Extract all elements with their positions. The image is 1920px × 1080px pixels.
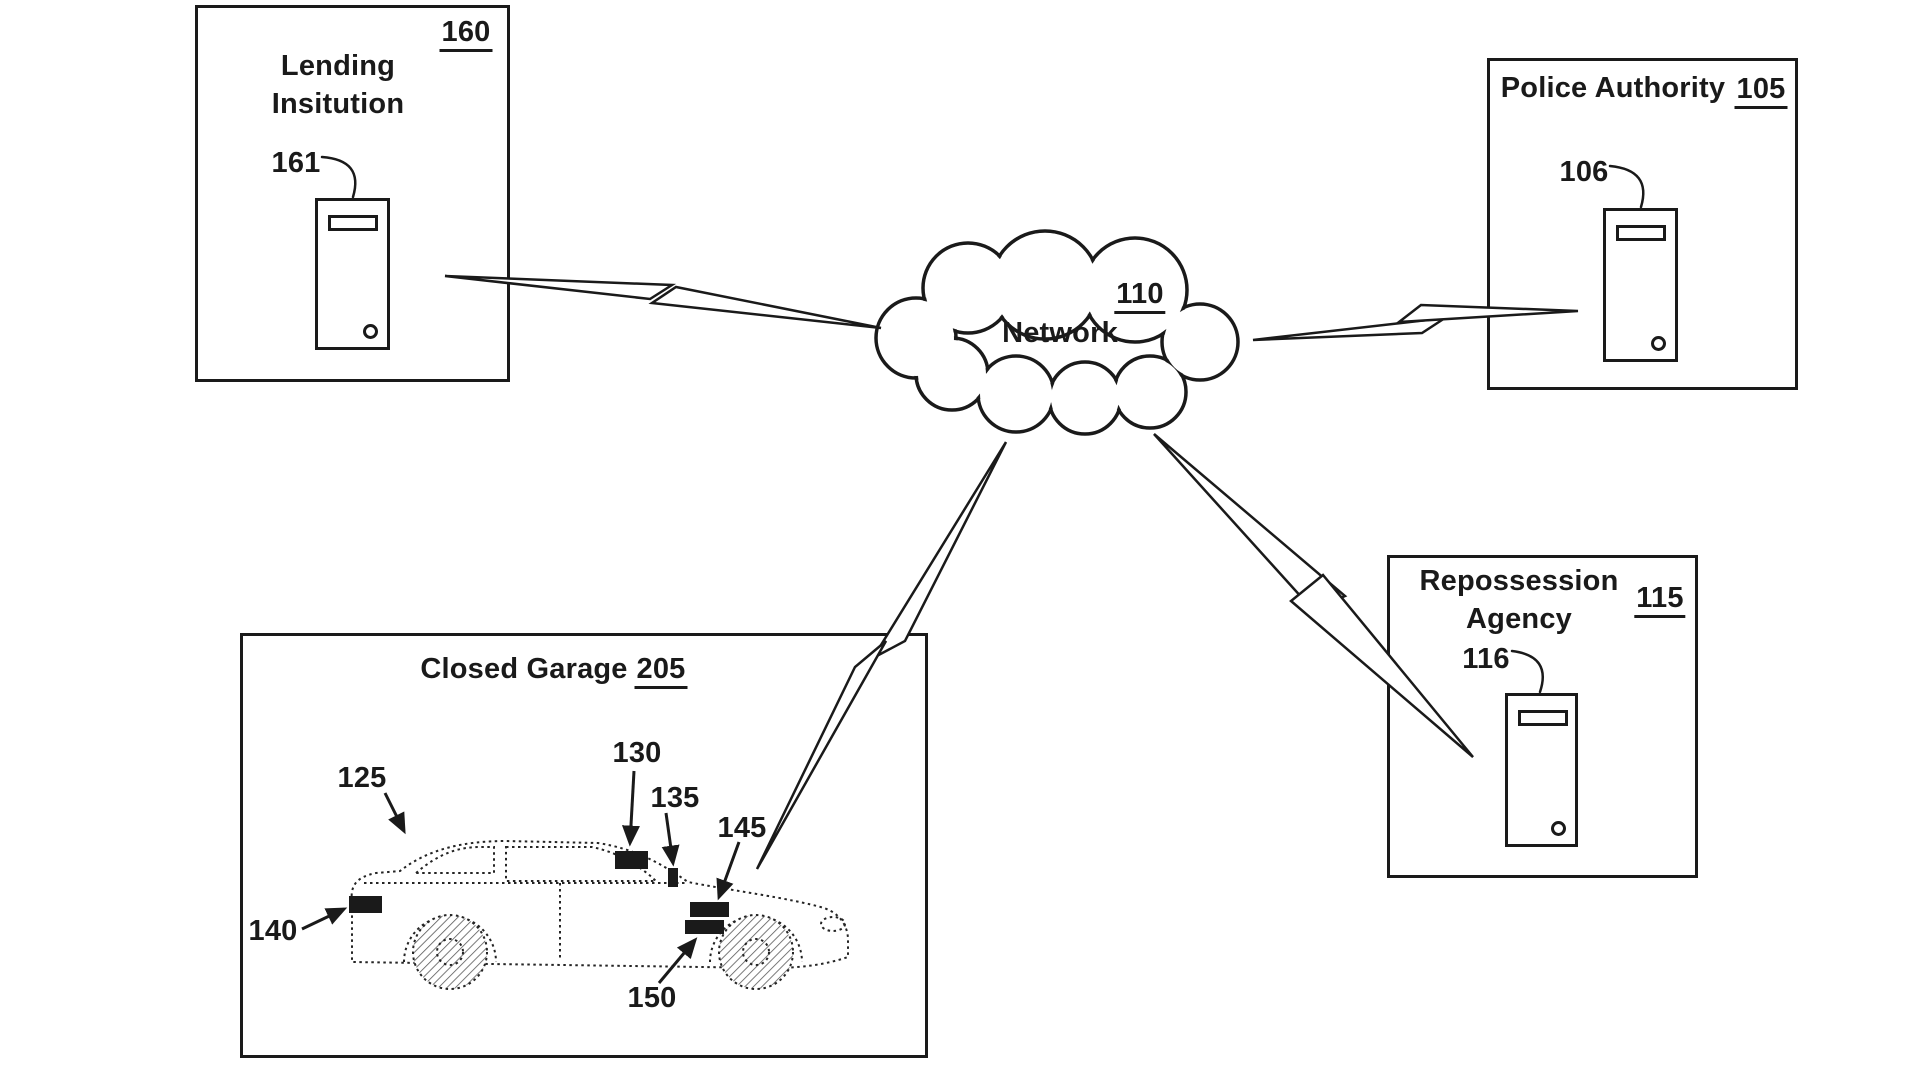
repossession-title-line1: Repossession <box>1419 565 1619 597</box>
ref-205: 205 <box>634 650 688 689</box>
ref-135: 135 <box>650 782 700 814</box>
computer-power-button <box>1551 821 1566 836</box>
network-label: Network <box>1002 317 1118 349</box>
closed-garage-title: Closed Garage <box>420 653 628 685</box>
ref-161: 161 <box>271 147 321 179</box>
ref-150: 150 <box>627 982 677 1014</box>
computer-slot <box>1518 710 1568 726</box>
lightning-bolt-lending-network <box>444 274 882 330</box>
ref-125: 125 <box>337 762 387 794</box>
lending-computer-icon <box>315 198 390 350</box>
ref-105: 105 <box>1734 70 1788 109</box>
ref-110: 110 <box>1114 275 1166 314</box>
police-authority-title: Police Authority <box>1500 72 1726 104</box>
lending-title-line2: Insitution <box>271 88 405 120</box>
computer-power-button <box>363 324 378 339</box>
repossession-agency-title: Repossession Agency <box>1419 562 1618 638</box>
ref-130: 130 <box>612 737 662 769</box>
repossession-title-line2: Agency <box>1466 603 1572 635</box>
closed-garage-box <box>240 633 928 1058</box>
ref-106: 106 <box>1559 156 1609 188</box>
ref-160: 160 <box>439 13 493 52</box>
computer-power-button <box>1651 336 1666 351</box>
computer-slot <box>1616 225 1666 241</box>
police-computer-icon <box>1603 208 1678 362</box>
ref-145: 145 <box>717 812 767 844</box>
ref-140: 140 <box>248 915 298 947</box>
computer-slot <box>328 215 378 231</box>
repossession-computer-icon <box>1505 693 1578 847</box>
ref-116: 116 <box>1462 643 1510 675</box>
lending-title-line1: Lending <box>280 50 396 82</box>
ref-115: 115 <box>1634 579 1686 618</box>
lending-institution-title: Lending Insitution <box>272 47 404 123</box>
